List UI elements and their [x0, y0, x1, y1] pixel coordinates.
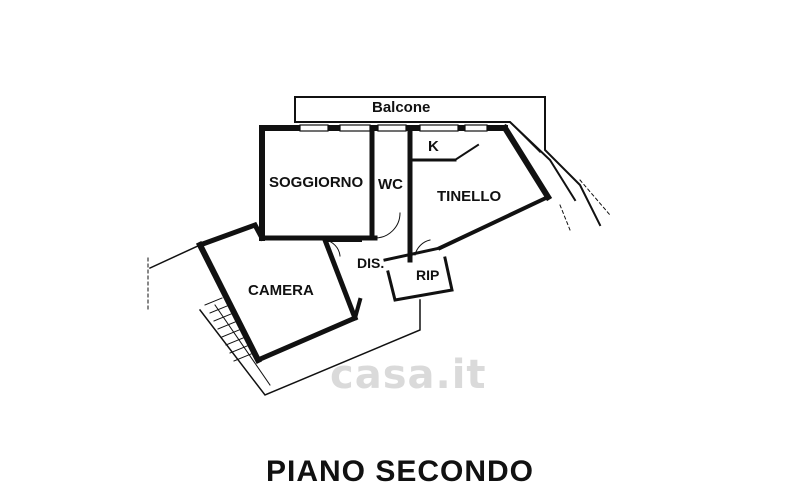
room-label-dis: DIS. — [357, 255, 385, 271]
stairs — [204, 297, 252, 362]
exterior-wall-tinello-right — [500, 123, 553, 202]
room-label-balcone: Balcone — [372, 99, 431, 116]
watermark: casa.it — [330, 352, 487, 398]
room-label-k: K — [428, 138, 439, 155]
room-label-camera: CAMERA — [248, 282, 314, 299]
floor-title: PIANO SECONDO — [265, 455, 535, 488]
balcony-outline — [294, 96, 602, 227]
room-label-wc: WC — [378, 176, 403, 193]
exterior-wall-camera — [196, 221, 266, 249]
rip-walls — [386, 256, 454, 302]
room-label-rip: RIP — [416, 267, 440, 283]
door-swings — [324, 212, 431, 257]
room-label-soggiorno: SOGGIORNO — [269, 174, 364, 191]
windows — [299, 124, 488, 132]
room-label-tinello: TINELLO — [437, 188, 502, 205]
